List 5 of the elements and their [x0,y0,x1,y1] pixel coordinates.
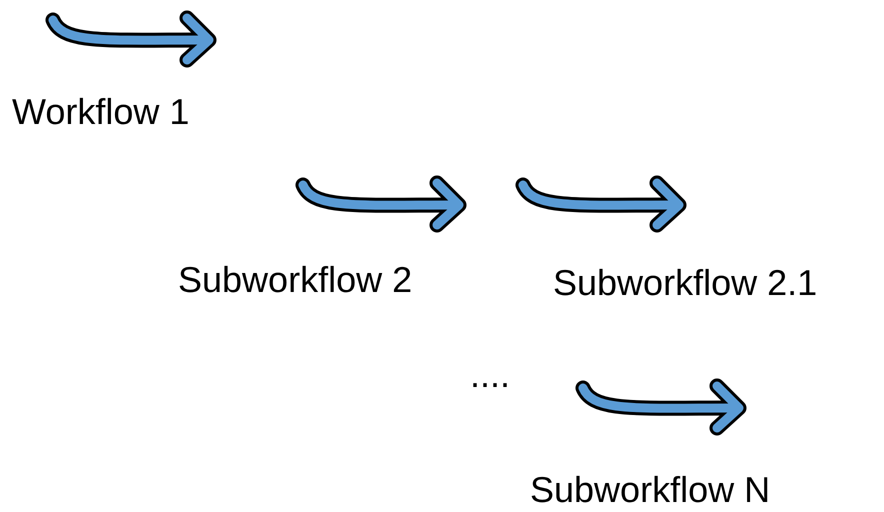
workflow-label: Subworkflow 2.1 [553,263,818,303]
workflow-label: Subworkflow N [530,470,770,510]
workflow-label: .... [470,355,510,395]
workflow-label: Subworkflow 2 [178,260,412,300]
workflow-label: Workflow 1 [12,92,190,132]
